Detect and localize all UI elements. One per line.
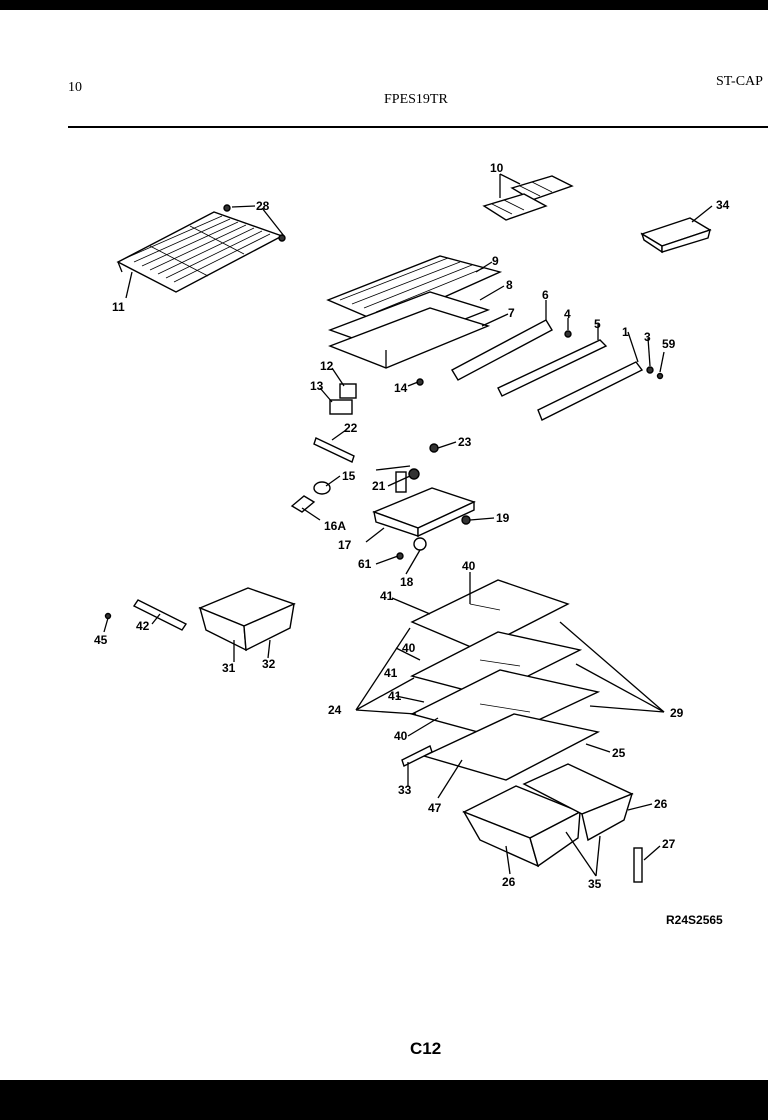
part-crisper-cover <box>422 713 601 781</box>
callout-32: 32 <box>262 657 276 671</box>
page-number: 10 <box>68 80 82 95</box>
callout-8: 8 <box>506 278 513 292</box>
callout-1: 1 <box>622 325 629 339</box>
callout-14: 14 <box>394 381 408 395</box>
callout-40-low: 40 <box>394 729 408 743</box>
callout-24: 24 <box>328 703 342 717</box>
callout-41-top: 41 <box>380 589 394 603</box>
section-code: ST-CAP <box>716 74 763 89</box>
callout-40-mid: 40 <box>402 641 416 655</box>
bottom-scan-border <box>0 1080 768 1120</box>
callout-15: 15 <box>342 469 356 483</box>
part-screw-45 <box>104 612 112 620</box>
callout-47: 47 <box>428 801 442 815</box>
callout-27: 27 <box>662 837 676 851</box>
part-ice-trays <box>482 175 574 221</box>
part-glass-shelves <box>410 579 601 739</box>
part-screw-3 <box>646 366 654 374</box>
callout-41-low: 41 <box>388 689 402 703</box>
callout-31: 31 <box>222 661 236 675</box>
part-screw-59 <box>656 372 664 380</box>
callout-26-left: 26 <box>502 875 516 889</box>
part-rail-left <box>497 339 608 397</box>
part-damper-control <box>329 383 357 415</box>
callout-21: 21 <box>372 479 386 493</box>
part-screw-4 <box>564 330 572 338</box>
part-27 <box>633 847 643 883</box>
part-bracket-bar <box>451 319 553 381</box>
part-freezer-shelf-assembly <box>326 255 503 369</box>
callout-7: 7 <box>508 306 515 320</box>
top-scan-border <box>0 0 768 10</box>
callout-18: 18 <box>400 575 414 589</box>
part-23 <box>429 443 439 453</box>
drawing-code: R24S2565 <box>666 913 723 927</box>
callout-17: 17 <box>338 538 352 552</box>
callout-12: 12 <box>320 359 334 373</box>
callout-45: 45 <box>94 633 108 647</box>
part-light-bulb <box>313 481 331 495</box>
part-control-housing <box>372 471 476 538</box>
part-small-bin <box>640 217 712 254</box>
callout-9: 9 <box>492 254 499 268</box>
callout-6: 6 <box>542 288 549 302</box>
callout-61: 61 <box>358 557 372 571</box>
callout-5: 5 <box>594 317 601 331</box>
callout-29: 29 <box>670 706 684 720</box>
callout-10: 10 <box>490 161 504 175</box>
callout-35: 35 <box>588 877 602 891</box>
callout-23: 23 <box>458 435 472 449</box>
callout-11: 11 <box>112 300 125 314</box>
callout-59: 59 <box>662 337 676 351</box>
part-33 <box>401 745 433 767</box>
callout-16a: 16A <box>324 519 346 533</box>
callout-42: 42 <box>136 619 150 633</box>
callout-22: 22 <box>344 421 358 435</box>
callout-4: 4 <box>564 307 571 321</box>
callout-34: 34 <box>716 198 730 212</box>
page-code: C12 <box>410 1039 441 1058</box>
part-19 <box>461 515 471 525</box>
model-number: FPES19TR <box>384 92 448 107</box>
header-rule <box>68 126 768 128</box>
callout-41-mid: 41 <box>384 666 398 680</box>
part-wire-shelf <box>116 204 286 293</box>
leader-lines <box>103 173 713 877</box>
part-crisper-bin-small <box>198 587 296 652</box>
callout-13: 13 <box>310 379 324 393</box>
part-knob-21 <box>408 468 420 480</box>
callout-28: 28 <box>256 199 270 213</box>
callout-33: 33 <box>398 783 412 797</box>
part-crisper-drawers <box>462 763 634 868</box>
callout-19: 19 <box>496 511 510 525</box>
part-rail-right <box>537 361 644 421</box>
callout-26-right: 26 <box>654 797 668 811</box>
part-light-socket <box>290 495 316 513</box>
part-knob-18 <box>413 537 427 551</box>
callout-40-top: 40 <box>462 559 476 573</box>
callout-3: 3 <box>644 330 651 344</box>
part-light-shield <box>313 437 355 463</box>
callout-25: 25 <box>612 746 626 760</box>
